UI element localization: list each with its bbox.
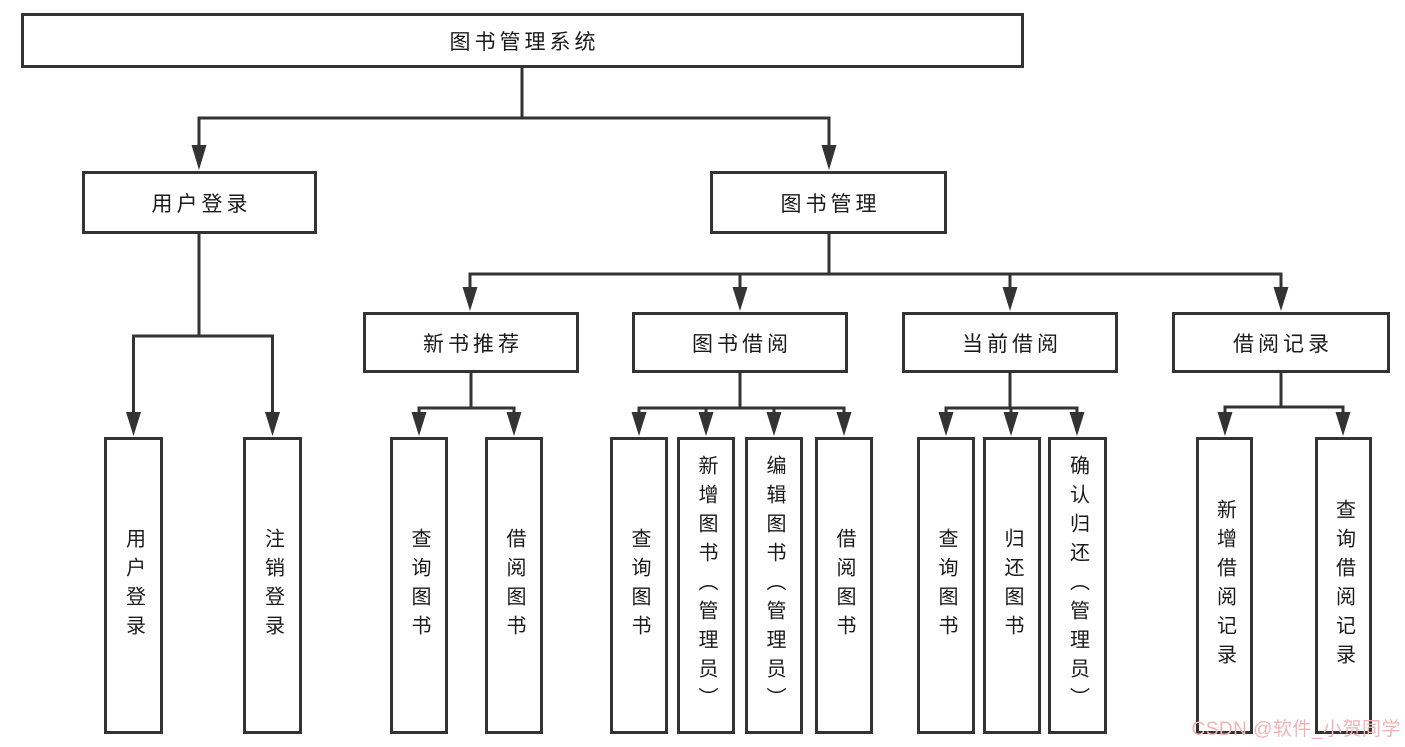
leaf-label: 借阅图书: [503, 527, 525, 644]
leaf-query-borrow-record: 查询借阅记录: [1315, 437, 1372, 734]
csdn-watermark: CSDN @软件_小贺同学: [1191, 719, 1401, 740]
node-new-book-recommend: 新书推荐: [363, 312, 579, 373]
node-root-library-management-system: 图书管理系统: [21, 13, 1024, 68]
node-label: 用户登录: [151, 192, 252, 216]
leaf-add-borrow-record: 新增借阅记录: [1196, 437, 1253, 734]
leaf-borrow-books-recommend: 借阅图书: [485, 437, 543, 734]
leaf-borrow-books: 借阅图书: [815, 437, 873, 734]
leaf-label: 查询图书: [628, 527, 650, 644]
leaf-edit-books-admin: 编辑图书（管理员）: [745, 437, 803, 734]
leaf-label: 查询图书: [935, 527, 957, 644]
leaf-user-login: 用户登录: [104, 437, 163, 734]
node-root-label: 图书管理系统: [449, 30, 600, 54]
leaf-label: 新增图书（管理员）: [695, 455, 717, 716]
node-book-borrow: 图书借阅: [632, 312, 848, 373]
leaf-label: 确认归还（管理员）: [1066, 455, 1089, 716]
node-label: 图书借阅: [692, 332, 792, 356]
leaf-query-books-current: 查询图书: [917, 437, 975, 734]
leaf-query-books-borrow: 查询图书: [610, 437, 668, 734]
leaf-label: 查询借阅记录: [1332, 498, 1355, 673]
leaf-label: 新增借阅记录: [1213, 498, 1236, 673]
leaf-add-books-admin: 新增图书（管理员）: [677, 437, 735, 734]
leaf-label: 查询图书: [408, 527, 430, 644]
leaf-label: 借阅图书: [833, 527, 855, 644]
node-label: 图书管理: [780, 192, 881, 216]
leaf-label: 用户登录: [122, 527, 145, 644]
leaf-label: 归还图书: [1001, 527, 1023, 644]
node-borrow-records: 借阅记录: [1172, 312, 1390, 373]
node-current-borrow: 当前借阅: [902, 312, 1118, 373]
node-user-login-module: 用户登录: [82, 171, 317, 234]
leaf-confirm-return-admin: 确认归还（管理员）: [1048, 437, 1107, 734]
leaf-return-books: 归还图书: [983, 437, 1041, 734]
node-label: 新书推荐: [423, 332, 523, 356]
leaf-label: 编辑图书（管理员）: [763, 455, 785, 716]
leaf-query-books-recommend: 查询图书: [390, 437, 448, 734]
leaf-label: 注销登录: [261, 527, 284, 644]
node-book-management-module: 图书管理: [710, 171, 947, 234]
node-label: 借阅记录: [1233, 332, 1333, 356]
leaf-logout: 注销登录: [243, 437, 302, 734]
node-label: 当前借阅: [962, 332, 1062, 356]
